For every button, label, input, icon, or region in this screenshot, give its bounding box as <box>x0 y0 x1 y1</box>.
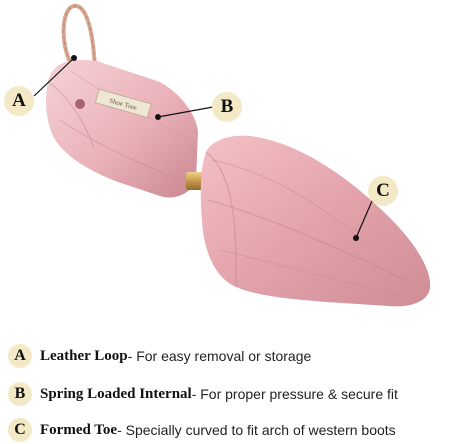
legend-badge-b: B <box>8 382 32 406</box>
legend-desc-b: - For proper pressure & secure fit <box>191 386 398 402</box>
legend-badge-a: A <box>8 344 32 368</box>
product-illustration: Shoe Tree A B C <box>4 4 431 307</box>
legend-item-a: A Leather Loop - For easy removal or sto… <box>8 343 311 369</box>
leader-line-b <box>157 106 214 118</box>
brand-label <box>94 88 152 118</box>
legend-item-c: C Formed Toe - Specially curved to fit a… <box>8 417 396 443</box>
callout-b: B <box>212 92 242 122</box>
callout-a: A <box>4 86 34 116</box>
toe-block <box>200 135 431 307</box>
leader-line-a <box>33 57 75 97</box>
legend-badge-c: C <box>8 418 32 442</box>
screw-hole <box>75 99 85 109</box>
shoe-tree-drawing: Shoe Tree <box>33 4 431 307</box>
legend-item-b: B Spring Loaded Internal - For proper pr… <box>8 381 398 407</box>
legend-title-c: Formed Toe <box>40 421 118 438</box>
callout-c: C <box>368 176 398 206</box>
heel-block <box>46 59 198 198</box>
legend-desc-a: - For easy removal or storage <box>127 348 312 364</box>
legend-title-b: Spring Loaded Internal <box>40 385 192 402</box>
legend-desc-c: - Specially curved to fit arch of wester… <box>117 422 396 438</box>
legend-title-a: Leather Loop <box>40 347 128 364</box>
